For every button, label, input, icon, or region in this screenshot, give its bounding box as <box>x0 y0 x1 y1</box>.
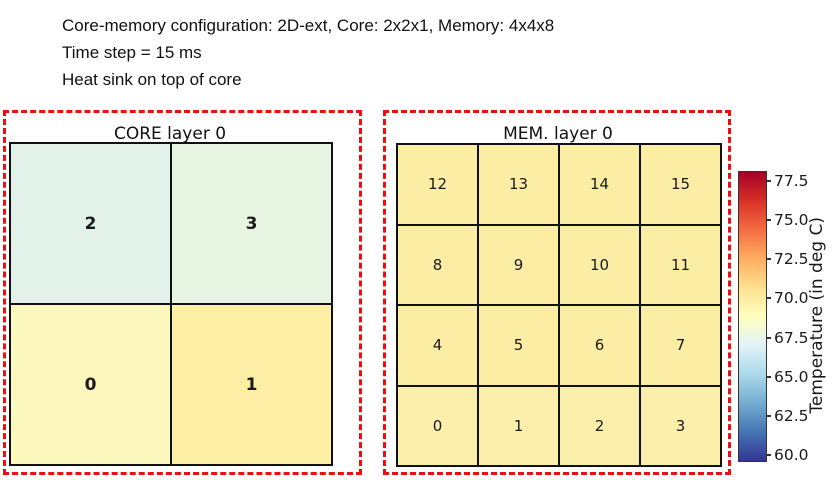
colorbar-tick-mark <box>766 219 771 222</box>
core-cell-label: 0 <box>84 374 97 395</box>
mem-cell-label: 13 <box>508 175 529 194</box>
colorbar-tick-label-72.5: 72.5 <box>774 250 809 269</box>
mem-heatmap-cell-2: 2 <box>559 385 640 466</box>
mem-cell-label: 3 <box>675 416 686 435</box>
colorbar-tick-mark <box>766 258 771 261</box>
annotation-line-configuration: Core-memory configuration: 2D-ext, Core:… <box>62 16 555 35</box>
colorbar-tick-mark <box>766 180 771 182</box>
colorbar-tick-mark <box>766 336 771 339</box>
mem-heatmap-cell-0: 0 <box>397 385 478 466</box>
core-cell-label: 1 <box>245 374 258 395</box>
mem-cell-label: 8 <box>432 255 443 274</box>
mem-heatmap-cell-13: 13 <box>478 144 559 225</box>
colorbar-tick-mark <box>766 375 771 378</box>
core-cell-label: 3 <box>245 213 258 234</box>
core-heatmap-cell-3: 3 <box>171 143 332 304</box>
colorbar-tick-label-77.5: 77.5 <box>774 172 809 190</box>
mem-cell-label: 15 <box>670 175 691 194</box>
figure-annotation: Core-memory configuration: 2D-ext, Core:… <box>62 12 554 93</box>
core-heatmap-cell-0: 0 <box>10 304 171 465</box>
mem-panel-title: MEM. layer 0 <box>503 124 613 144</box>
mem-heatmap-cell-1: 1 <box>478 385 559 466</box>
annotation-line-timestep: Time step = 15 ms <box>62 43 202 62</box>
colorbar-tick-label-65.0: 65.0 <box>774 367 809 386</box>
colorbar-tick-label-62.5: 62.5 <box>774 406 809 425</box>
colorbar-tick-mark <box>766 297 771 300</box>
core-heatmap-cell-2: 2 <box>10 143 171 304</box>
colorbar-gradient <box>738 171 767 462</box>
mem-heatmap-cell-14: 14 <box>559 144 640 225</box>
mem-cell-label: 4 <box>432 336 443 355</box>
mem-heatmap-cell-3: 3 <box>640 385 721 466</box>
colorbar-tick-mark <box>766 414 771 417</box>
mem-heatmap-cell-4: 4 <box>397 305 478 386</box>
mem-cell-label: 6 <box>594 336 605 355</box>
mem-cell-label: 0 <box>432 416 443 435</box>
mem-cell-label: 10 <box>589 255 610 274</box>
colorbar-tick-label-70.0: 70.0 <box>774 289 809 308</box>
mem-heatmap-cell-8: 8 <box>397 224 478 305</box>
mem-cell-label: 7 <box>675 336 686 355</box>
mem-cell-label: 2 <box>594 416 605 435</box>
mem-heatmap-cell-12: 12 <box>397 144 478 225</box>
mem-cell-label: 11 <box>670 255 691 274</box>
mem-heatmap-cell-15: 15 <box>640 144 721 225</box>
colorbar-tick-mark <box>766 453 771 456</box>
mem-heatmap-cell-9: 9 <box>478 224 559 305</box>
core-heatmap-cell-1: 1 <box>171 304 332 465</box>
mem-cell-label: 9 <box>513 255 524 274</box>
colorbar-tick-label-75.0: 75.0 <box>774 211 809 230</box>
mem-heatmap-cell-6: 6 <box>559 305 640 386</box>
core-panel-title: CORE layer 0 <box>113 124 227 144</box>
mem-heatmap-cell-10: 10 <box>559 224 640 305</box>
mem-heatmap-cell-7: 7 <box>640 305 721 386</box>
mem-heatmap-cell-5: 5 <box>478 305 559 386</box>
colorbar-tick-label-60.0: 60.0 <box>774 445 809 464</box>
core-heatmap: 2 3 0 1 <box>9 142 333 466</box>
core-panel: CORE layer 0 2 3 0 1 <box>3 110 362 475</box>
annotation-line-heatsink: Heat sink on top of core <box>62 70 242 89</box>
mem-cell-label: 14 <box>589 175 610 194</box>
mem-cell-label: 12 <box>427 175 448 194</box>
core-cell-label: 2 <box>84 213 97 234</box>
colorbar-tick-label-67.5: 67.5 <box>774 328 809 347</box>
mem-cell-label: 1 <box>513 416 524 435</box>
mem-cell-label: 5 <box>513 336 524 355</box>
mem-heatmap-cell-11: 11 <box>640 224 721 305</box>
